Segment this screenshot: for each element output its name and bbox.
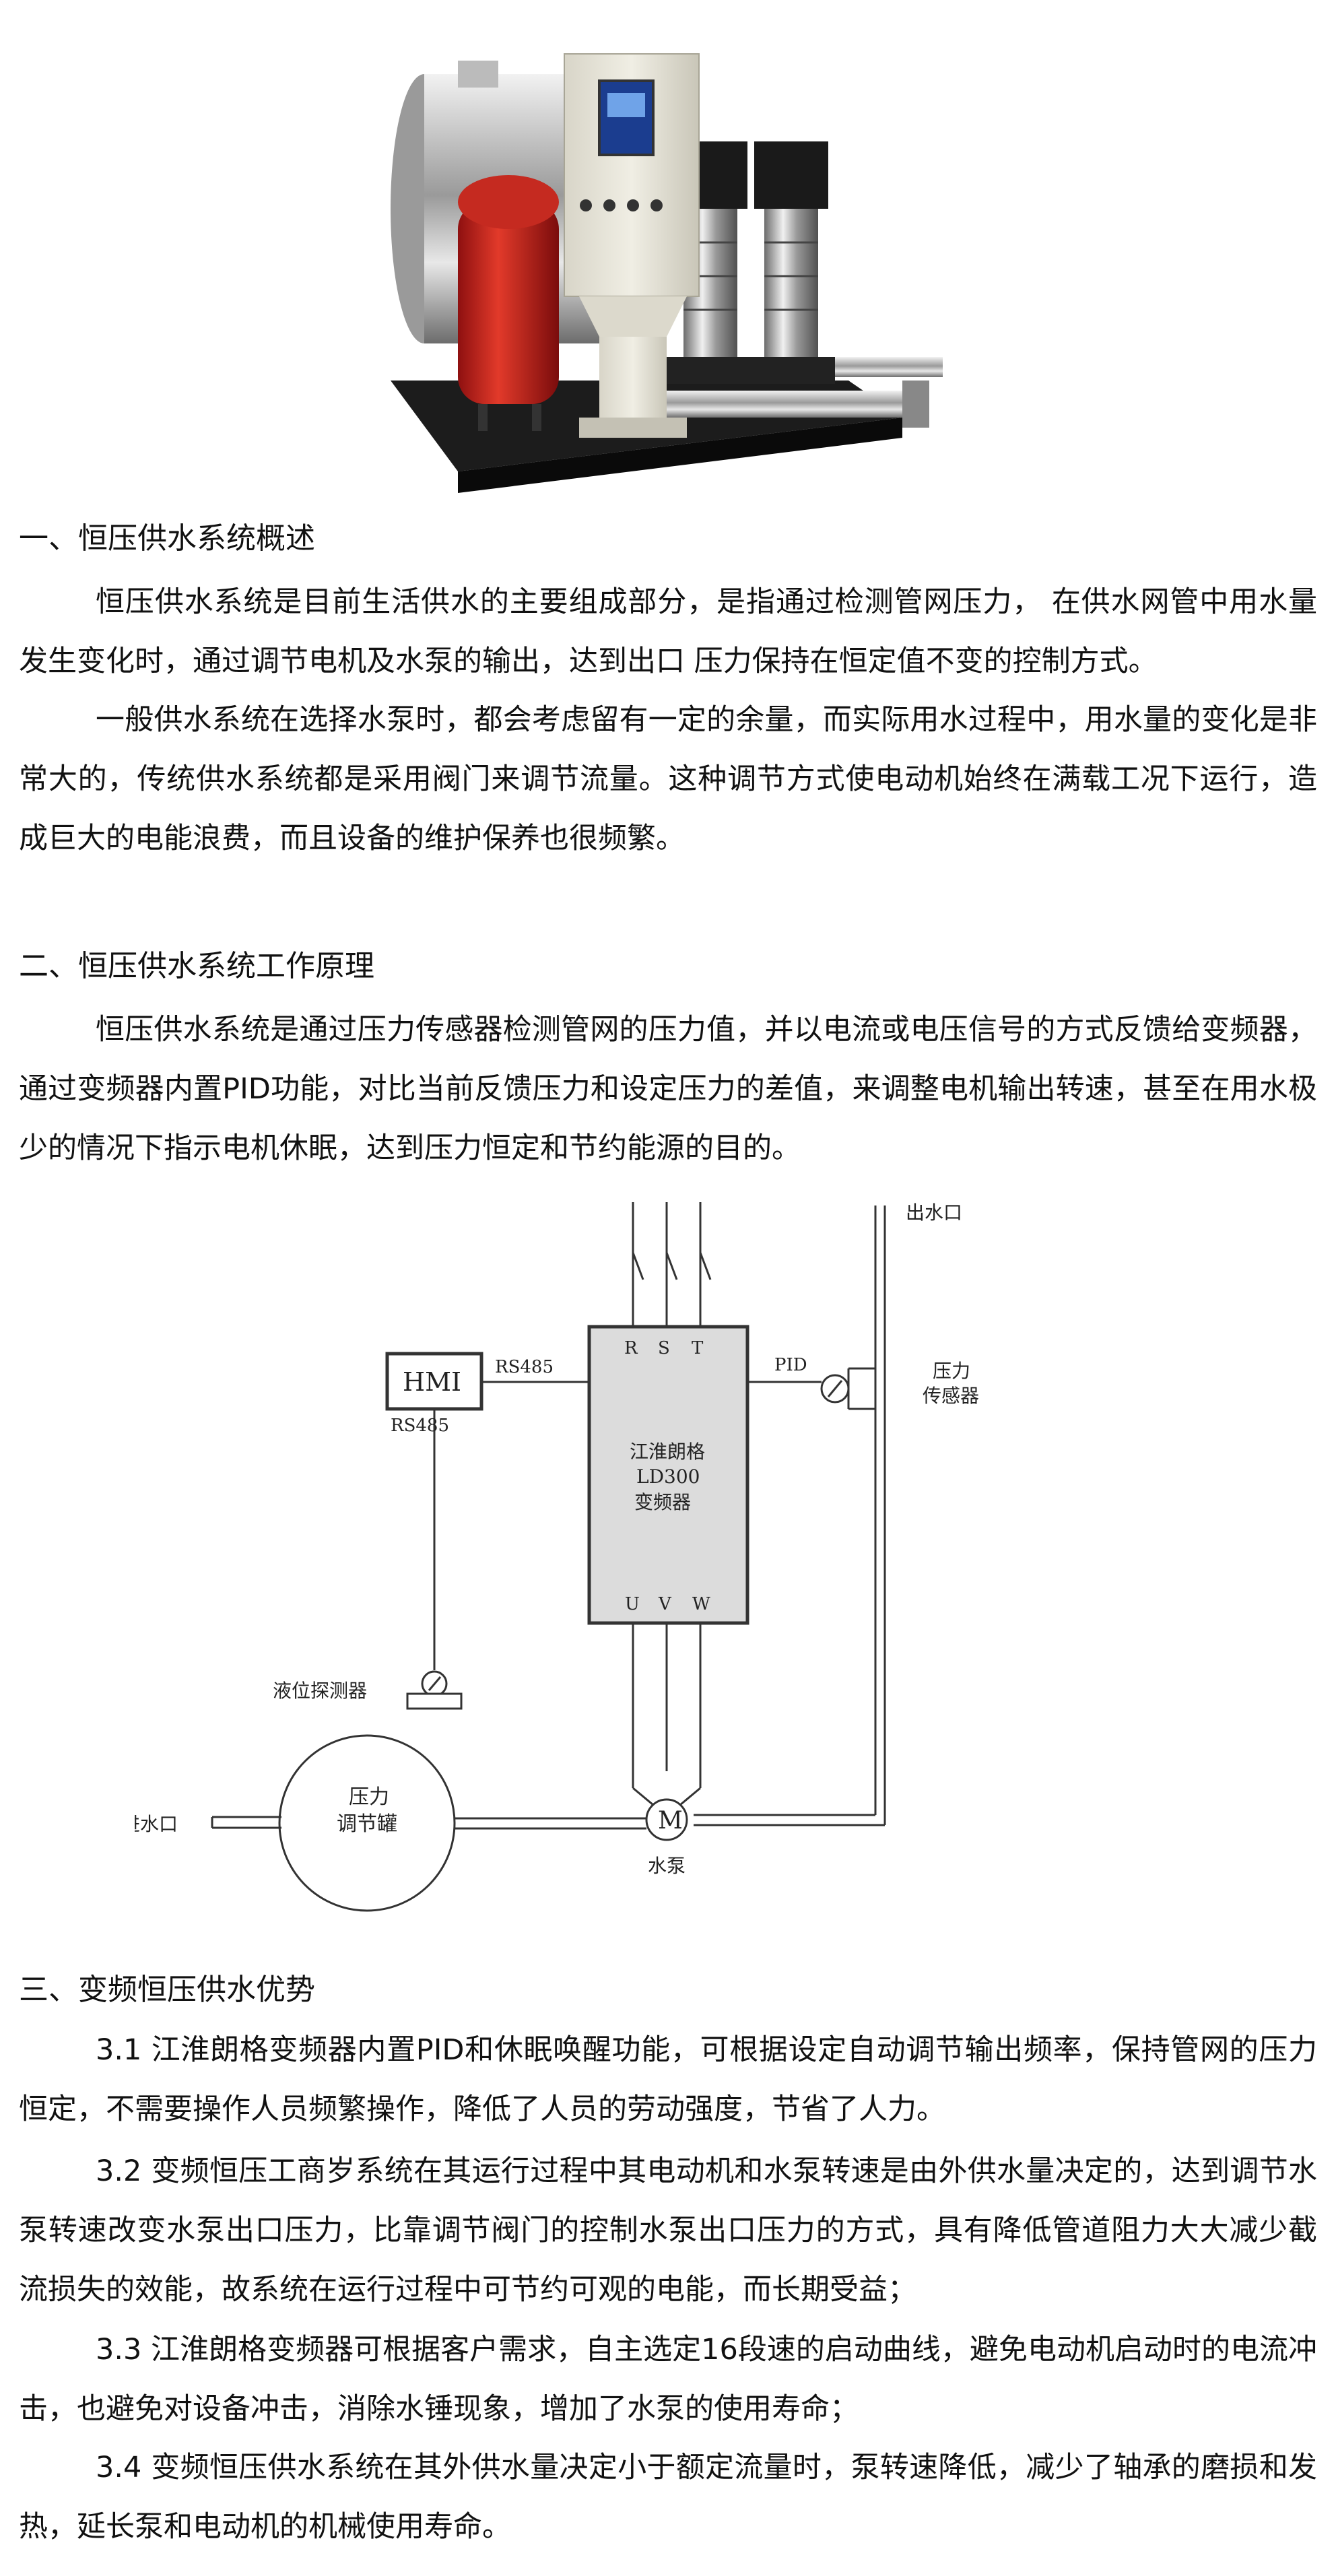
pid-label: PID [774, 1355, 807, 1375]
pump-label: 水泵 [648, 1855, 686, 1877]
section-2-paragraph-1: 恒压供水系统是通过压力传感器检测管网的压力值，并以电流或电压信号的方式反馈给变频… [19, 1013, 1317, 1165]
inlet-label: 进水口 [135, 1813, 178, 1835]
tank-label-line-2: 调节罐 [337, 1812, 397, 1836]
terminal-r: R [624, 1338, 638, 1358]
terminal-t: T [692, 1338, 704, 1358]
motor-label: M [658, 1807, 683, 1835]
inverter-label-line-2: LD300 [636, 1465, 700, 1488]
terminal-s: S [658, 1338, 670, 1358]
constant-pressure-water-supply-diagram: 出水口 HMI RS485 RS485 R S T PID 压力 传感器 江淮朗… [135, 1201, 979, 1912]
section-2-heading: 二、恒压供水系统工作原理 [19, 949, 374, 983]
section-1-paragraph-1: 恒压供水系统是目前生活供水的主要组成部分，是指通过检测管网压力， 在供水网管中用… [19, 585, 1317, 678]
outlet-label: 出水口 [906, 1201, 962, 1224]
product-photo [391, 53, 943, 493]
sensor-label-line-2: 传感器 [923, 1385, 979, 1407]
rs485-top-label: RS485 [495, 1357, 554, 1377]
rs485-left-label: RS485 [391, 1416, 449, 1436]
tank-label-line-1: 压力 [349, 1785, 389, 1809]
inverter-label-line-3: 变频器 [634, 1491, 691, 1513]
terminal-w: W [692, 1594, 710, 1614]
section-3-paragraph-4: 3.4 变频恒压供水系统在其外供水量决定小于额定流量时，泵转速降低，减少了轴承的… [19, 2451, 1317, 2544]
section-1-heading: 一、恒压供水系统概述 [19, 521, 315, 556]
sensor-label-line-1: 压力 [933, 1360, 970, 1382]
inverter-label-line-1: 江淮朗格 [630, 1441, 705, 1463]
level-detector-label: 液位探测器 [273, 1680, 367, 1702]
section-3-paragraph-1: 3.1 江淮朗格变频器内置PID和休眠唤醒功能，可根据设定自动调节输出频率，保持… [19, 2033, 1317, 2126]
section-3-paragraph-3: 3.3 江淮朗格变频器可根据客户需求，自主选定16段速的启动曲线，避免电动机启动… [19, 2333, 1317, 2426]
section-1-paragraph-2: 一般供水系统在选择水泵时，都会考虑留有一定的余量，而实际用水过程中，用水量的变化… [19, 703, 1317, 855]
section-3-paragraph-2: 3.2 变频恒压工商岁系统在其运行过程中其电动机和水泵转速是由外供水量决定的，达… [19, 2154, 1317, 2307]
hmi-label: HMI [403, 1367, 461, 1397]
section-3-heading: 三、变频恒压供水优势 [19, 1973, 315, 2007]
terminal-u: U [625, 1594, 640, 1614]
terminal-v: V [658, 1594, 672, 1614]
